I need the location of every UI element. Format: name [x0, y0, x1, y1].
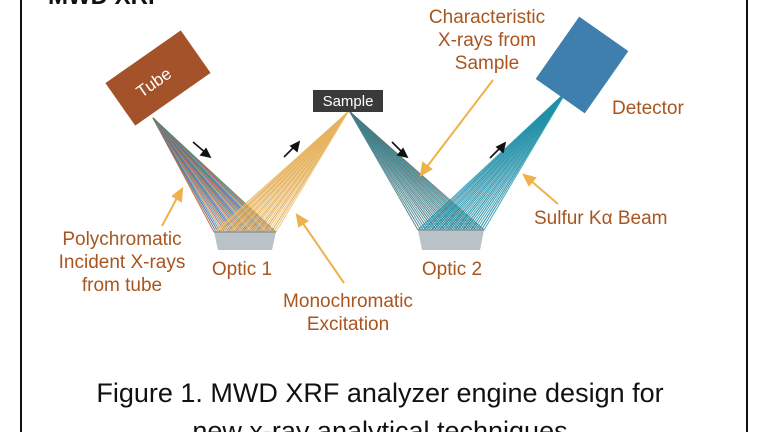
sulfur-ray — [483, 91, 567, 231]
arrow-excitation-head — [289, 140, 301, 153]
leader-characteristic-head — [419, 161, 433, 177]
arrow-incident-head — [199, 147, 212, 159]
sample-label: Sample — [323, 93, 374, 110]
leader-monochromatic-head — [295, 213, 309, 228]
optic-1 — [214, 232, 276, 250]
leader-sulfur-head — [522, 173, 537, 187]
sample-box — [313, 90, 383, 112]
figure-caption-line-1: Figure 1. MWD XRF analyzer engine design… — [96, 378, 663, 408]
sulfur-beam-label: Sulfur Kα Beam — [534, 208, 667, 229]
monochromatic-label-line-2: Excitation — [307, 314, 389, 335]
frame-left-border — [20, 0, 22, 432]
cut-title: MWD XRF — [48, 0, 163, 10]
optic-2 — [418, 230, 484, 250]
polychromatic-label-line-3: from tube — [82, 275, 162, 296]
leader-monochromatic — [301, 221, 345, 284]
characteristic-label-line-2: X-rays from — [438, 30, 536, 51]
polychromatic-label-line-2: Incident X-rays — [59, 252, 186, 273]
polychromatic-label-line-1: Polychromatic — [62, 229, 181, 250]
characteristic-label-line-1: Characteristic — [429, 7, 545, 28]
detector-label: Detector — [612, 98, 684, 119]
detector-body — [535, 16, 629, 114]
monochromatic-excitation-beam — [213, 111, 349, 233]
detector — [535, 16, 629, 114]
polychromatic-beam — [152, 117, 277, 233]
excitation-ray — [275, 111, 349, 233]
sulfur-beam — [417, 91, 567, 231]
leader-polychromatic — [161, 195, 179, 227]
x-ray-tube: Tube — [105, 30, 211, 126]
leader-lines — [161, 79, 559, 284]
figure-caption-line-2: new x-ray analytical techniques — [192, 416, 567, 432]
arrow-sulfur-head — [495, 141, 507, 154]
monochromatic-label-line-1: Monochromatic — [283, 291, 413, 312]
optic-2-label: Optic 2 — [422, 259, 482, 280]
tube-body — [105, 30, 211, 126]
leader-characteristic — [425, 79, 494, 169]
direction-arrows — [192, 140, 507, 159]
arrow-fluorescence-head — [396, 147, 409, 159]
characteristic-label-line-3: Sample — [455, 53, 519, 74]
leader-polychromatic-head — [171, 186, 184, 203]
frame-right-border — [746, 0, 748, 432]
leader-sulfur — [529, 179, 559, 205]
optic-1-label: Optic 1 — [212, 259, 272, 280]
